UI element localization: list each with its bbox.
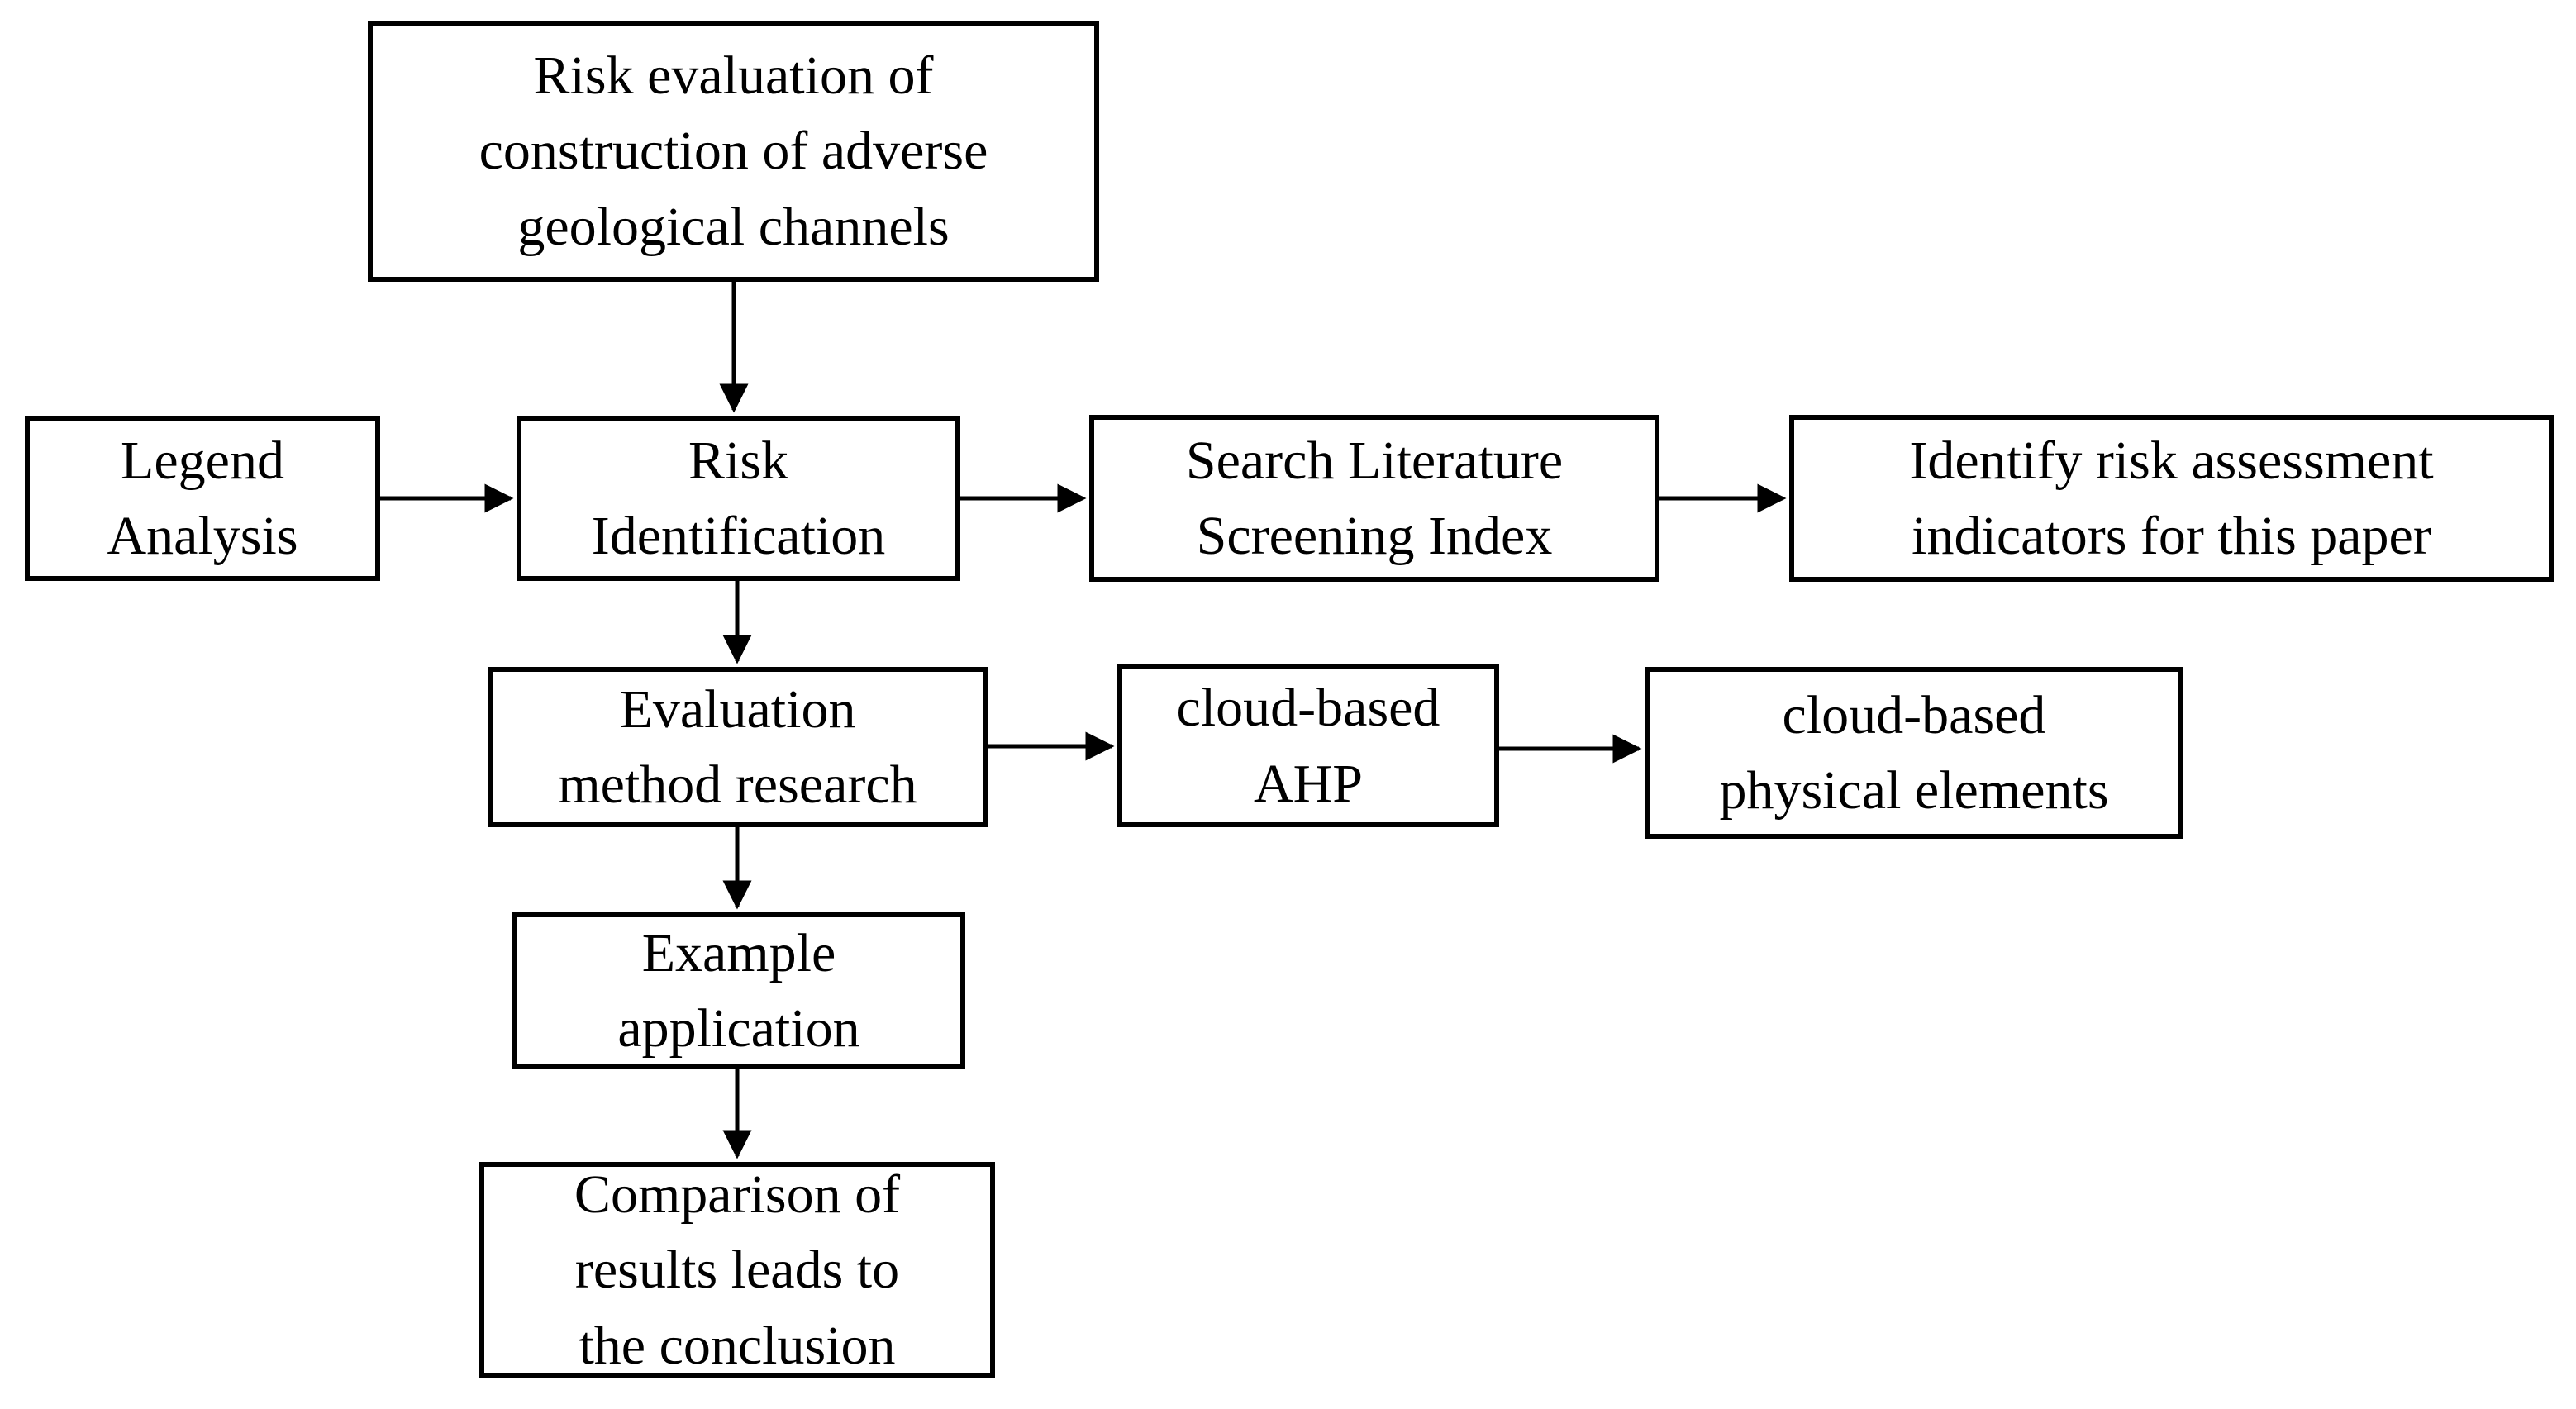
node-search-literature: Search Literature Screening Index [1089, 415, 1659, 582]
node-cloud-ahp-label: cloud-based AHP [1176, 678, 1440, 814]
node-evaluation-method-label: Evaluation method research [558, 678, 917, 815]
node-risk-evaluation-label: Risk evaluation of construction of adver… [479, 45, 988, 257]
node-risk-identification: Risk Identification [517, 416, 960, 581]
node-cloud-ahp: cloud-based AHP [1117, 664, 1499, 827]
node-example-application-label: Example application [617, 922, 860, 1059]
node-cloud-physical: cloud-based physical elements [1645, 667, 2183, 839]
node-identify-indicators-label: Identify risk assessment indicators for … [1909, 430, 2434, 566]
node-legend-analysis-label: Legend Analysis [107, 430, 298, 566]
node-cloud-physical-label: cloud-based physical elements [1719, 684, 2109, 821]
node-comparison-conclusion-label: Comparison of results leads to the concl… [574, 1164, 901, 1376]
node-risk-identification-label: Risk Identification [591, 430, 886, 566]
node-comparison-conclusion: Comparison of results leads to the concl… [479, 1162, 995, 1378]
node-risk-evaluation: Risk evaluation of construction of adver… [368, 21, 1099, 282]
node-search-literature-label: Search Literature Screening Index [1185, 430, 1564, 566]
node-identify-indicators: Identify risk assessment indicators for … [1789, 415, 2554, 582]
node-example-application: Example application [512, 912, 965, 1069]
node-evaluation-method: Evaluation method research [488, 667, 988, 827]
node-legend-analysis: Legend Analysis [25, 416, 380, 581]
